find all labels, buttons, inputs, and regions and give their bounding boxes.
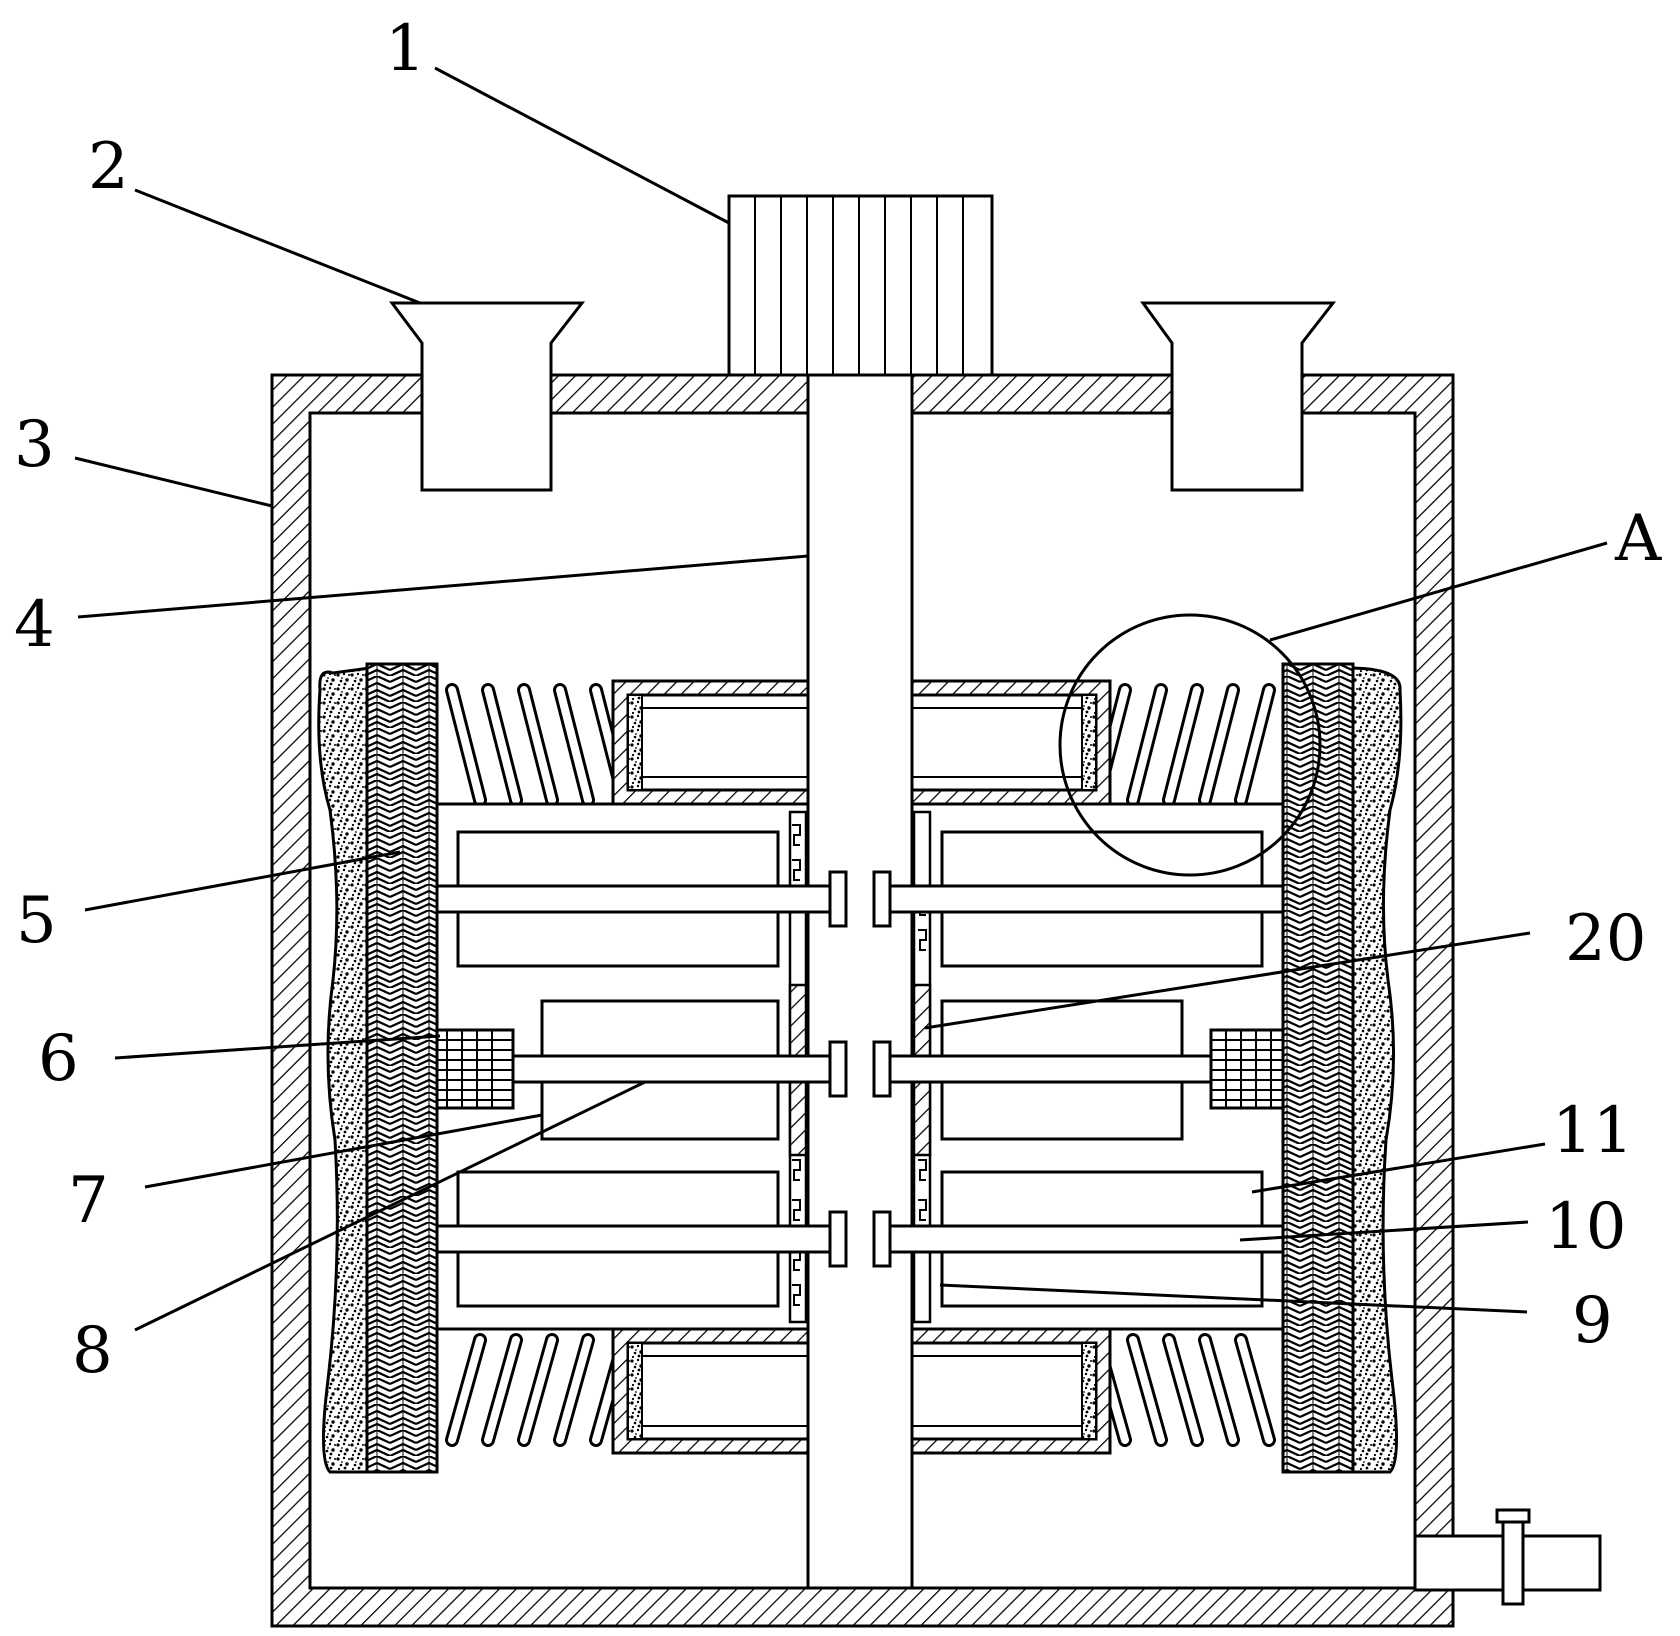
spring-top-right: [1090, 683, 1276, 807]
label-2: 2: [88, 130, 129, 204]
feed-inlet-left: [389, 301, 586, 492]
rod-couplings: [828, 870, 892, 1268]
side-motor-left: [435, 1028, 515, 1110]
reference-labels: 1 2 3 4 A 5 20 6 7 11 10 8 9: [14, 12, 1662, 1388]
label-5: 5: [16, 884, 57, 958]
label-7: 7: [68, 1164, 109, 1238]
drain-valve: [1413, 1508, 1602, 1606]
spring-bottom-right: [1090, 1333, 1276, 1447]
central-shaft: [806, 373, 914, 1590]
sleeve-bottom-left: [611, 1327, 810, 1455]
motor: [727, 194, 994, 377]
label-20: 20: [1565, 902, 1646, 976]
label-6: 6: [38, 1022, 79, 1096]
label-a: A: [1614, 502, 1662, 576]
leader-lines: [74, 66, 1608, 1332]
label-4: 4: [14, 588, 55, 662]
spring-top-left: [445, 683, 631, 807]
rods: [435, 884, 1285, 1254]
label-11: 11: [1552, 1094, 1633, 1168]
detail-circle-a: [1058, 613, 1322, 877]
left-scraper-pad: [317, 666, 372, 1474]
left-pressing-plate: [365, 662, 439, 1474]
right-pressing-plate: [1281, 662, 1355, 1474]
label-3: 3: [14, 408, 55, 482]
sleeve-top-right: [910, 679, 1112, 806]
feed-inlet-right: [1140, 301, 1337, 492]
label-1: 1: [385, 12, 426, 86]
label-9: 9: [1572, 1284, 1613, 1358]
label-8: 8: [72, 1314, 113, 1388]
sleeve-bottom-right: [910, 1327, 1112, 1455]
spring-bottom-left: [445, 1333, 631, 1447]
right-scraper-pad: [1346, 666, 1403, 1474]
side-motor-right: [1209, 1028, 1285, 1110]
label-10: 10: [1545, 1190, 1626, 1264]
sleeve-top-left: [611, 679, 810, 806]
